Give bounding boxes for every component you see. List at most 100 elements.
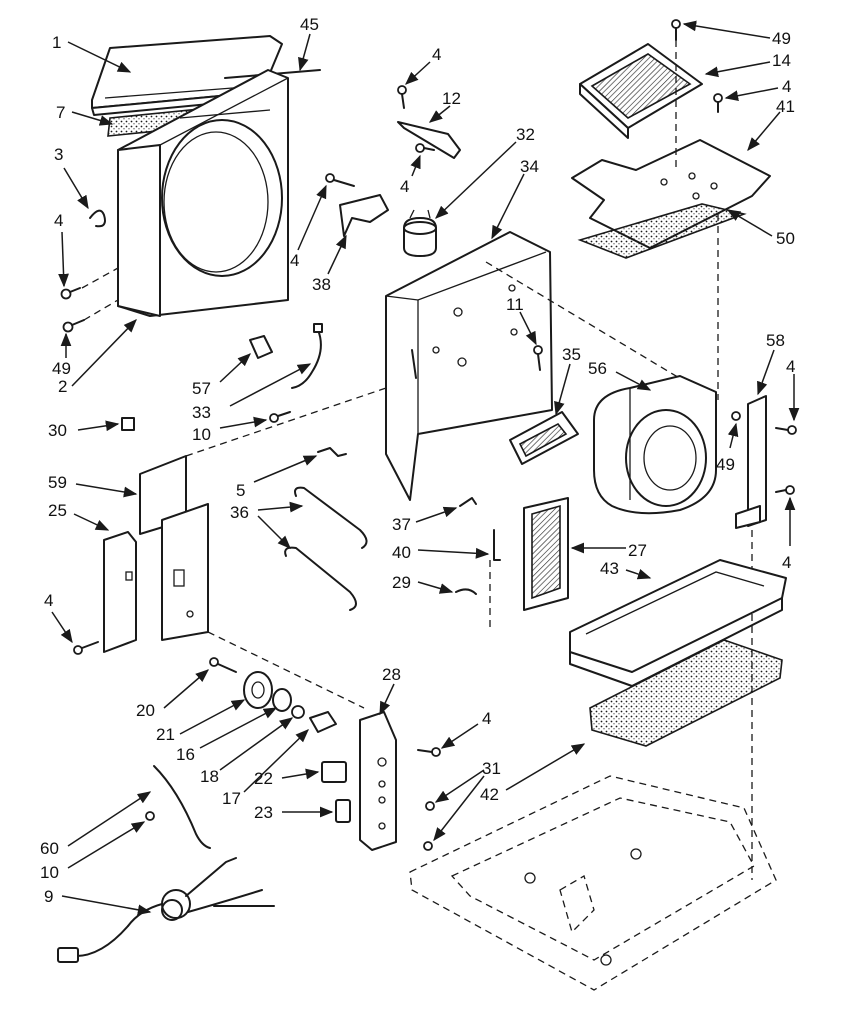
part-40-clip — [493, 529, 501, 561]
callout-4-58: 4 — [786, 357, 795, 376]
part-59-shroud — [139, 455, 209, 641]
callout-49-right: 49 — [716, 455, 735, 474]
callout-59: 59 — [48, 473, 67, 492]
callout-41: 41 — [776, 97, 795, 116]
callout-18: 18 — [200, 767, 219, 786]
callout-3: 3 — [54, 145, 63, 164]
part-30-nut — [121, 417, 135, 431]
part-10-screw-top — [269, 411, 291, 423]
callout-12: 12 — [442, 89, 461, 108]
callout-25: 25 — [48, 501, 67, 520]
callout-30: 30 — [48, 421, 67, 440]
callout-20: 20 — [136, 701, 155, 720]
part-32-capacitor — [403, 209, 437, 257]
part-49-screw-right — [731, 411, 741, 421]
callout-4-mid: 4 — [400, 177, 409, 196]
part-4-screw-28 — [417, 747, 441, 757]
callout-7: 7 — [56, 103, 65, 122]
callout-4-top12: 4 — [432, 45, 441, 64]
callout-4-28: 4 — [482, 709, 491, 728]
callout-29: 29 — [392, 573, 411, 592]
callout-36: 36 — [230, 503, 249, 522]
part-10-screw-bottom — [145, 811, 155, 821]
part-28-control-bracket — [359, 711, 397, 851]
callout-57: 57 — [192, 379, 211, 398]
callout-28: 28 — [382, 665, 401, 684]
callout-31: 31 — [482, 759, 501, 778]
callout-50: 50 — [776, 229, 795, 248]
part-20-screw — [209, 657, 237, 673]
callout-2: 2 — [58, 377, 67, 396]
part-17-switch — [309, 711, 337, 733]
callout-34: 34 — [520, 157, 539, 176]
callout-10-bottom: 10 — [40, 863, 59, 882]
part-29-clip — [455, 588, 477, 595]
callout-45: 45 — [300, 15, 319, 34]
callout-4-left: 4 — [54, 211, 63, 230]
callout-60: 60 — [40, 839, 59, 858]
callout-38: 38 — [312, 275, 331, 294]
part-42-foam-pad — [589, 639, 783, 747]
part-11-screw — [533, 345, 543, 371]
part-12-bracket — [397, 85, 461, 159]
callout-37: 37 — [392, 515, 411, 534]
part-25-panel — [103, 531, 137, 653]
part-4-screw-58 — [775, 425, 797, 435]
part-22-relay — [321, 761, 347, 783]
part-4-screw-left — [60, 287, 81, 300]
callout-32: 32 — [516, 125, 535, 144]
part-58-bracket — [735, 395, 767, 529]
callout-27: 27 — [628, 541, 647, 560]
part-4-screw-right — [775, 485, 795, 495]
callout-23: 23 — [254, 803, 273, 822]
part-41-plate — [571, 139, 771, 249]
part-21-knob — [243, 671, 273, 709]
callout-40: 40 — [392, 543, 411, 562]
callout-43: 43 — [600, 559, 619, 578]
part-18-washer — [291, 705, 305, 719]
callout-17: 17 — [222, 789, 241, 808]
part-49-screw-top — [671, 19, 681, 41]
callout-35: 35 — [562, 345, 581, 364]
part-23-terminal — [335, 799, 351, 823]
part-14-filter — [579, 43, 703, 139]
part-60-wire — [153, 765, 211, 849]
part-3-clip — [89, 209, 106, 228]
callout-21: 21 — [156, 725, 175, 744]
callout-4-38: 4 — [290, 251, 299, 270]
part-50-foam — [577, 203, 747, 259]
part-4-screw-25 — [73, 641, 99, 655]
part-36-rods — [284, 486, 368, 611]
part-16-bushing — [272, 688, 292, 712]
callout-56: 56 — [588, 359, 607, 378]
part-38-bracket — [325, 173, 389, 237]
part-2-front-frame — [117, 69, 289, 317]
callout-10-top: 10 — [192, 425, 211, 444]
callout-49-left: 49 — [52, 359, 71, 378]
callout-58: 58 — [766, 331, 785, 350]
callout-4-41: 4 — [782, 77, 791, 96]
part-31-screws — [423, 801, 435, 851]
callout-22: 22 — [254, 769, 273, 788]
part-56-blower — [593, 375, 717, 515]
part-57-clip — [249, 335, 273, 359]
callout-4-right: 4 — [782, 553, 791, 572]
callout-5: 5 — [236, 481, 245, 500]
callout-49-top: 49 — [772, 29, 791, 48]
part-34-center-housing — [385, 231, 553, 501]
callout-42: 42 — [480, 785, 499, 804]
part-5-clip — [317, 447, 347, 457]
part-33-wire — [291, 323, 323, 389]
part-49-screw-left — [62, 319, 85, 333]
callout-33: 33 — [192, 403, 211, 422]
part-37-clip — [459, 497, 477, 507]
part-9-power-cord — [57, 857, 275, 963]
callout-16: 16 — [176, 745, 195, 764]
base-pan — [409, 775, 777, 991]
part-35-grille — [509, 411, 579, 465]
callout-9: 9 — [44, 887, 53, 906]
part-4-screw-41 — [713, 93, 723, 113]
part-27-grille — [523, 497, 569, 611]
